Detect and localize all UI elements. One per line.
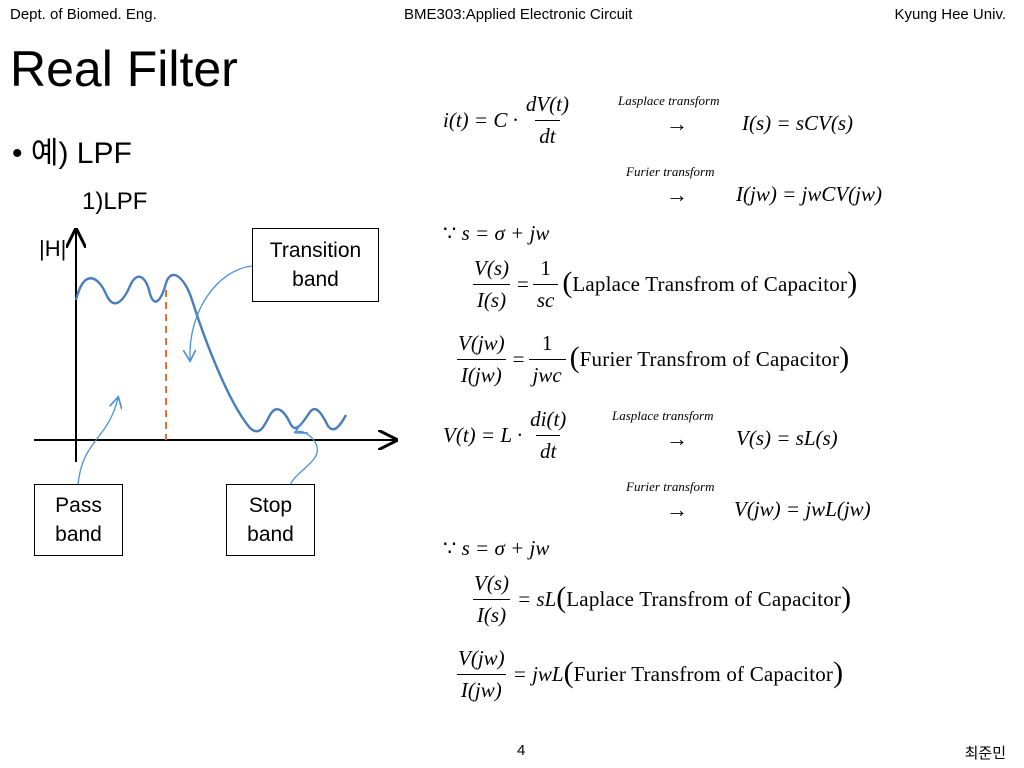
equation-impedance-laplace-c: V(s) I(s) = 1 sc (Laplace Transfrom of C… bbox=[466, 256, 857, 313]
eq1-numerator: dV(t) bbox=[525, 92, 569, 116]
eq5-numerator: V(jw) bbox=[458, 331, 505, 355]
eq1-denominator: dt bbox=[535, 120, 560, 149]
eq4-denominator: I(s) bbox=[472, 284, 511, 313]
transition-pointer-arrow bbox=[190, 265, 253, 360]
transform-arrow-2: → bbox=[666, 182, 688, 207]
laplace-transform-label-1: Lasplace transform bbox=[618, 93, 720, 108]
header-course: BME303:Applied Electronic Circuit bbox=[404, 6, 633, 23]
eq10-lhs-fraction: V(jw) I(jw) bbox=[454, 646, 509, 703]
eq4-rhs-denominator: sc bbox=[532, 284, 559, 313]
stop-label-line1: Stop bbox=[248, 493, 293, 517]
eq5-lhs-fraction: V(jw) I(jw) bbox=[454, 331, 509, 388]
stop-band-box: Stop band bbox=[226, 484, 315, 556]
page-number: 4 bbox=[517, 742, 526, 759]
because-symbol-1: ∵ bbox=[443, 221, 457, 245]
stop-pointer-arrow bbox=[289, 431, 319, 486]
stop-label-line2: band bbox=[247, 523, 294, 546]
eq5-rhs-fraction: 1 jwc bbox=[528, 331, 566, 388]
equation-impedance-laplace-l: V(s) I(s) = sL (Laplace Transfrom of Cap… bbox=[466, 571, 851, 628]
subheading: 1)LPF bbox=[82, 188, 148, 215]
eq10-description: Furier Transfrom of Capacitor bbox=[573, 662, 834, 686]
eq6-fraction: di(t) dt bbox=[526, 407, 570, 464]
pass-label-line1: Pass bbox=[55, 493, 102, 517]
bullet-marker: • bbox=[12, 137, 23, 170]
eq4-equals: = bbox=[517, 272, 529, 296]
equation-s-definition-1: ∵ s = σ + jw bbox=[443, 221, 549, 246]
equation-current-capacitor: i(t) = C · dV(t) dt bbox=[443, 92, 577, 149]
eq5-equals: = bbox=[512, 347, 525, 371]
furier-transform-label-2: Furier transform bbox=[626, 479, 715, 494]
eq5-rhs-denominator: jwc bbox=[528, 359, 566, 388]
pass-band-box: Pass band bbox=[34, 484, 123, 556]
eq6-denominator: dt bbox=[536, 435, 561, 464]
transform-arrow-1: → bbox=[666, 111, 688, 136]
eq6-lhs: V(t) = L · bbox=[443, 423, 523, 447]
eq10-numerator: V(jw) bbox=[458, 646, 505, 670]
eq9-equals: = sL bbox=[517, 587, 557, 611]
eq10-equals: = jwL bbox=[512, 662, 564, 686]
header-department: Dept. of Biomed. Eng. bbox=[10, 6, 157, 23]
eq8-text: s = σ + jw bbox=[461, 536, 550, 560]
because-symbol-2: ∵ bbox=[443, 536, 457, 560]
eq1-lhs: i(t) = C · bbox=[443, 108, 518, 132]
eq9-denominator: I(s) bbox=[472, 599, 511, 628]
eq10-denominator: I(jw) bbox=[456, 674, 506, 703]
pass-pointer-arrow bbox=[77, 398, 118, 486]
lpf-response-diagram bbox=[34, 0, 420, 486]
eq1-fraction: dV(t) dt bbox=[522, 92, 573, 149]
eq2-rhs: I(jw) = jwCV(jw) bbox=[736, 182, 882, 206]
eq5-denominator: I(jw) bbox=[456, 359, 506, 388]
eq3-text: s = σ + jw bbox=[461, 221, 550, 245]
slide-title: Real Filter bbox=[10, 41, 238, 97]
eq9-description: Laplace Transfrom of Capacitor bbox=[566, 587, 842, 611]
eq6-rhs: V(s) = sL(s) bbox=[736, 426, 838, 450]
eq9-numerator: V(s) bbox=[474, 571, 509, 595]
transform-arrow-4: → bbox=[666, 497, 688, 522]
bullet-item: • 예) LPF bbox=[12, 128, 132, 172]
transition-label-line1: Transition bbox=[269, 238, 362, 262]
y-axis-label: |H| bbox=[39, 236, 67, 261]
eq9-lhs-fraction: V(s) I(s) bbox=[470, 571, 513, 628]
transition-label-line2: band bbox=[292, 268, 339, 291]
furier-transform-label-1: Furier transform bbox=[626, 164, 715, 179]
lpf-response-curve bbox=[74, 273, 348, 433]
eq4-numerator: V(s) bbox=[474, 256, 509, 280]
laplace-transform-label-2: Lasplace transform bbox=[612, 408, 714, 423]
equation-voltage-inductor: V(t) = L · di(t) dt bbox=[443, 407, 574, 464]
equation-impedance-furier-l: V(jw) I(jw) = jwL (Furier Transfrom of C… bbox=[450, 646, 843, 703]
eq1-rhs: I(s) = sCV(s) bbox=[742, 111, 853, 135]
eq4-rhs-fraction: 1 sc bbox=[532, 256, 559, 313]
header-university: Kyung Hee Univ. bbox=[894, 6, 1006, 23]
equation-impedance-furier-c: V(jw) I(jw) = 1 jwc (Furier Transfrom of… bbox=[450, 331, 849, 388]
eq4-description: Laplace Transfrom of Capacitor bbox=[572, 272, 848, 296]
eq4-lhs-fraction: V(s) I(s) bbox=[470, 256, 513, 313]
transition-band-box: Transition band bbox=[252, 228, 379, 302]
eq7-rhs: V(jw) = jwL(jw) bbox=[734, 497, 871, 521]
author-name: 최준민 bbox=[964, 745, 1006, 762]
bullet-text: 예) LPF bbox=[30, 137, 132, 170]
equation-s-definition-2: ∵ s = σ + jw bbox=[443, 536, 549, 561]
eq5-rhs-numerator: 1 bbox=[541, 331, 553, 355]
pass-label-line2: band bbox=[55, 523, 102, 546]
eq5-description: Furier Transfrom of Capacitor bbox=[579, 347, 840, 371]
eq4-rhs-numerator: 1 bbox=[540, 256, 551, 280]
transform-arrow-3: → bbox=[666, 426, 688, 451]
eq6-numerator: di(t) bbox=[530, 407, 567, 431]
